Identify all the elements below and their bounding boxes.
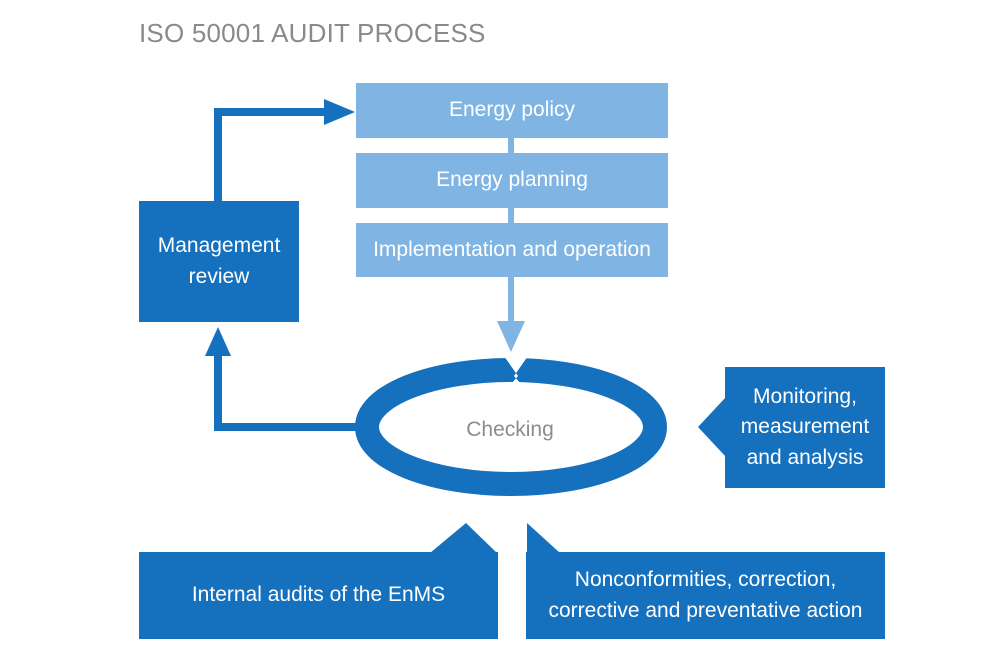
management-review-box: Management review	[139, 201, 299, 322]
arrow-head-to-review	[205, 327, 231, 356]
arrow-shaft-to-checking	[508, 277, 514, 323]
management-review-label: Management review	[157, 234, 281, 288]
checking-label: Checking	[466, 418, 554, 441]
nonconformities-label: Nonconformities, correction, corrective …	[548, 568, 863, 622]
nonconformities-pointer	[527, 523, 560, 553]
arrow-head-to-policy	[324, 99, 355, 125]
energy-planning-box: Energy planning	[356, 153, 668, 208]
energy-policy-label: Energy policy	[448, 98, 576, 122]
arrow-head-to-checking	[497, 321, 525, 352]
implementation-box: Implementation and operation	[356, 223, 668, 277]
internal-audits-pointer	[430, 523, 497, 553]
nonconformities-box: Nonconformities, correction, corrective …	[526, 552, 885, 639]
implementation-label: Implementation and operation	[373, 237, 651, 261]
monitoring-pointer	[698, 397, 726, 457]
connector-planning-implementation	[508, 208, 514, 224]
diagram-title: ISO 50001 AUDIT PROCESS	[139, 18, 486, 48]
arrow-shaft-to-policy	[214, 108, 328, 201]
monitoring-box: Monitoring, measurement and analysis	[725, 367, 885, 488]
monitoring-label: Monitoring, measurement and analysis	[740, 384, 870, 469]
internal-audits-label: Internal audits of the EnMS	[191, 583, 446, 607]
arrow-shaft-to-review	[214, 352, 370, 431]
checking-ring-gap	[504, 356, 528, 392]
energy-policy-box: Energy policy	[356, 83, 668, 138]
connector-policy-planning	[508, 138, 514, 154]
internal-audits-box: Internal audits of the EnMS	[139, 552, 498, 639]
energy-planning-label: Energy planning	[436, 168, 588, 192]
